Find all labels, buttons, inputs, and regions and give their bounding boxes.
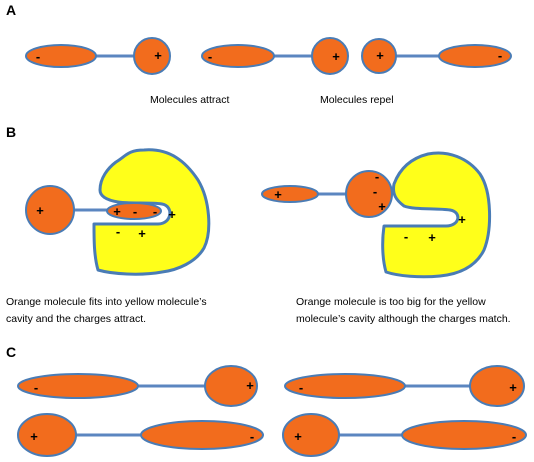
panel-a-molecule-attract: - + <box>25 37 171 75</box>
panel-c-molecule-top-right: - + <box>284 365 525 407</box>
round-molecule <box>25 185 75 235</box>
panel-b-too-big-scene: + - - + + - + <box>261 151 492 279</box>
caption-fit-line-2: cavity and the charges attract. <box>6 313 147 325</box>
plus-charge: + <box>458 212 466 227</box>
plus-charge: + <box>154 48 162 63</box>
minus-charge: - <box>116 224 120 239</box>
minus-charge: - <box>153 204 157 219</box>
yellow-molecule <box>92 148 211 276</box>
round-molecule <box>311 37 349 75</box>
minus-charge: - <box>36 49 40 64</box>
caption-too-big-line-1: Orange molecule is too big for the yello… <box>296 296 486 308</box>
round-molecule <box>282 413 340 457</box>
plus-charge: + <box>36 203 44 218</box>
panel-a-molecule-repel-right: + - <box>361 38 512 74</box>
panel-c-label: C <box>6 344 17 360</box>
ellipse-molecule <box>438 44 512 68</box>
minus-charge: - <box>373 184 377 199</box>
ellipse-molecule <box>140 420 264 450</box>
yellow-molecule <box>381 151 492 279</box>
plus-charge: + <box>113 204 121 219</box>
caption-molecules-repel: Molecules repel <box>320 94 394 106</box>
ellipse-molecule <box>201 44 275 68</box>
minus-charge: - <box>133 204 137 219</box>
ellipse-molecule <box>106 202 162 220</box>
panel-c-molecule-bottom-right: + - <box>282 413 527 457</box>
ellipse-molecule <box>261 185 319 203</box>
round-molecule <box>361 38 397 74</box>
ellipse-molecule <box>401 420 527 450</box>
panel-a-label: A <box>6 2 17 18</box>
minus-charge: - <box>208 49 212 64</box>
plus-charge: + <box>168 207 176 222</box>
plus-charge: + <box>30 429 38 444</box>
minus-charge: - <box>512 429 516 444</box>
round-molecule <box>345 170 393 218</box>
ellipse-molecule <box>25 44 97 68</box>
plus-charge: + <box>378 199 386 214</box>
caption-molecules-attract: Molecules attract <box>150 94 230 106</box>
caption-fit-line-1: Orange molecule fits into yellow molecul… <box>6 296 207 308</box>
plus-charge: + <box>509 380 517 395</box>
panel-b-label: B <box>6 124 17 140</box>
panel-c-molecule-top-left: - + <box>17 365 258 407</box>
panel-a-molecule-repel-left: - + <box>201 37 349 75</box>
minus-charge: - <box>299 380 303 395</box>
ellipse-molecule <box>284 373 406 399</box>
plus-charge: + <box>246 378 254 393</box>
minus-charge: - <box>34 380 38 395</box>
minus-charge: - <box>404 229 408 244</box>
minus-charge: - <box>250 429 254 444</box>
minus-charge: - <box>375 169 379 184</box>
panel-b-fit-scene: + + - - + - + <box>25 148 211 276</box>
plus-charge: + <box>376 48 384 63</box>
minus-charge: - <box>498 48 502 63</box>
plus-charge: + <box>294 429 302 444</box>
plus-charge: + <box>138 226 146 241</box>
ellipse-molecule <box>17 373 139 399</box>
round-molecule <box>469 365 525 407</box>
round-molecule <box>204 365 258 407</box>
caption-too-big-line-2: molecule’s cavity although the charges m… <box>296 313 511 325</box>
plus-charge: + <box>274 187 282 202</box>
round-molecule <box>133 37 171 75</box>
plus-charge: + <box>332 49 340 64</box>
panel-c-molecule-bottom-left: + - <box>17 413 264 457</box>
round-molecule <box>17 413 77 457</box>
plus-charge: + <box>428 230 436 245</box>
